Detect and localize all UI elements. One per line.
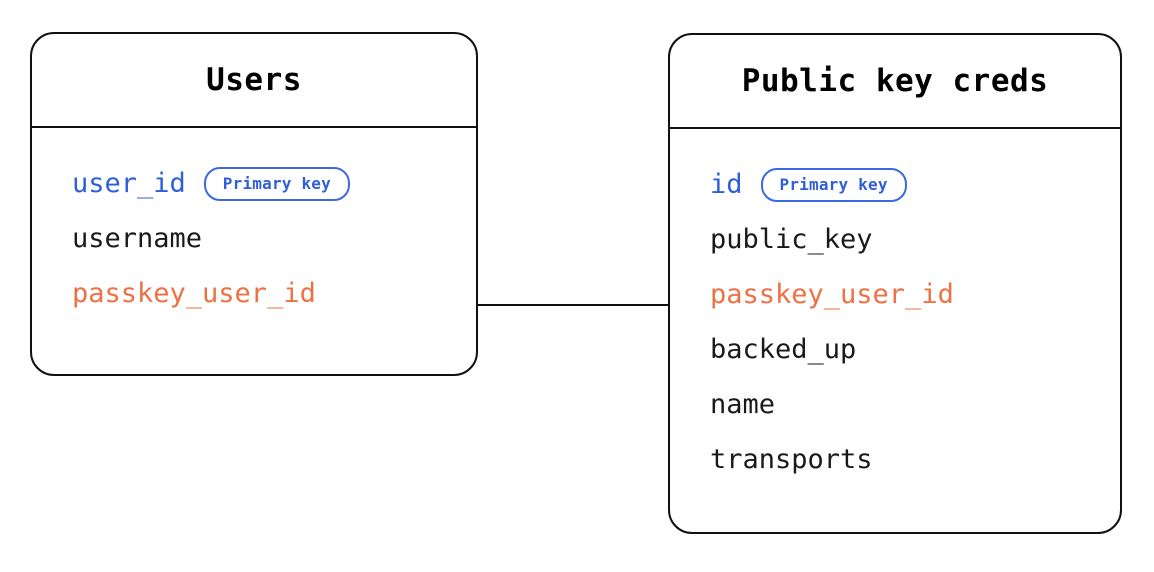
field-row[interactable]: name (670, 377, 1120, 432)
field-name-passkey-user-id: passkey_user_id (72, 278, 316, 309)
field-row[interactable]: passkey_user_id (32, 266, 476, 321)
field-name-passkey-user-id: passkey_user_id (710, 279, 954, 310)
entity-users-field-list: user_id Primary key username passkey_use… (32, 126, 476, 321)
field-row[interactable]: id Primary key (670, 157, 1120, 212)
field-name-transports: transports (710, 444, 873, 475)
entity-public-key-creds-title: Public key creds (741, 62, 1049, 99)
field-row[interactable]: backed_up (670, 322, 1120, 377)
entity-users-header: Users (32, 34, 476, 128)
entity-public-key-creds-field-list: id Primary key public_key passkey_user_i… (670, 127, 1120, 487)
field-name-name: name (710, 389, 776, 420)
field-name-user-id: user_id (72, 168, 186, 199)
field-row[interactable]: transports (670, 432, 1120, 487)
entity-users-title: Users (206, 61, 302, 98)
entity-public-key-creds-header: Public key creds (670, 35, 1120, 129)
primary-key-badge: Primary key (760, 167, 907, 202)
field-row[interactable]: passkey_user_id (670, 267, 1120, 322)
field-name-id: id (710, 169, 743, 200)
field-name-backed-up: backed_up (710, 334, 857, 365)
field-row[interactable]: user_id Primary key (32, 156, 476, 211)
field-row[interactable]: username (32, 211, 476, 266)
relationship-connector-users-public-key-creds (478, 304, 668, 307)
field-row[interactable]: public_key (670, 212, 1120, 267)
entity-users[interactable]: Users user_id Primary key username passk… (30, 32, 478, 376)
field-name-public-key: public_key (710, 224, 873, 255)
entity-public-key-creds[interactable]: Public key creds id Primary key public_k… (668, 33, 1122, 534)
primary-key-badge: Primary key (203, 166, 350, 201)
field-name-username: username (72, 223, 203, 254)
